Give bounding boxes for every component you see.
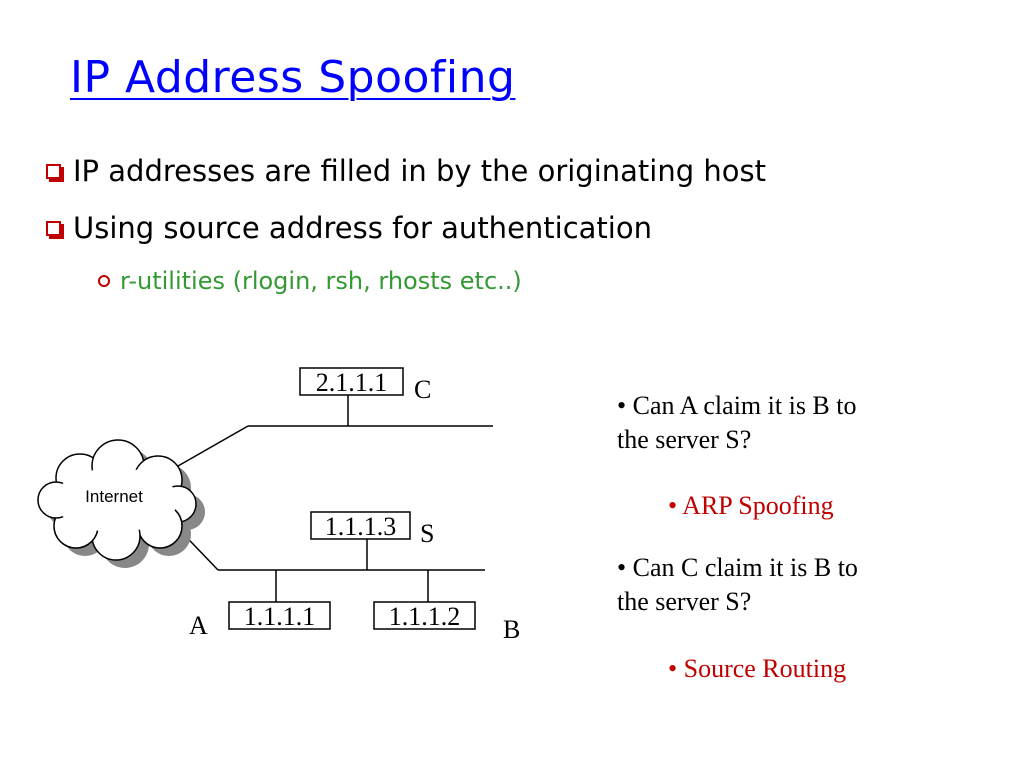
host-c-label: C <box>414 375 431 404</box>
host-c-address: 2.1.1.1 <box>316 368 388 397</box>
ring-bullet-icon <box>98 275 110 287</box>
host-s-label: S <box>420 519 434 548</box>
host-b-address: 1.1.1.2 <box>389 602 461 631</box>
host-s-address: 1.1.1.3 <box>325 512 397 541</box>
answer-2: • Source Routing <box>668 654 847 683</box>
upper-link-line <box>177 425 249 467</box>
question-1-line-1: • Can A claim it is B to <box>617 391 857 420</box>
question-2-line-1: • Can C claim it is B to <box>617 553 858 582</box>
question-1-line-2: the server S? <box>617 425 752 454</box>
internet-cloud-icon <box>37 439 205 568</box>
question-1: • Can A claim it is B to the server S? <box>617 389 997 457</box>
sub-bullet-text: r-utilities (rlogin, rsh, rhosts etc..) <box>120 267 522 295</box>
square-bullet-icon <box>46 163 64 182</box>
bullet-1-text: IP addresses are filled in by the origin… <box>73 154 766 188</box>
question-2: • Can C claim it is B to the server S? <box>617 551 997 619</box>
answer-1: • ARP Spoofing <box>668 491 834 520</box>
sub-bullet: r-utilities (rlogin, rsh, rhosts etc..) <box>98 267 522 295</box>
host-s-address-box <box>310 511 411 540</box>
host-a-address: 1.1.1.1 <box>244 602 316 631</box>
bullet-2: Using source address for authentication <box>46 211 652 245</box>
host-c-address-box <box>299 367 404 396</box>
bullet-2-text: Using source address for authentication <box>73 211 652 245</box>
host-a-label: A <box>189 611 208 640</box>
host-a-address-box <box>228 601 331 630</box>
square-bullet-icon <box>46 220 64 239</box>
host-b-address-box <box>373 601 476 630</box>
question-2-line-2: the server S? <box>617 587 752 616</box>
slide-title: IP Address Spoofing <box>70 52 516 103</box>
host-b-label: B <box>503 615 520 644</box>
bullet-1: IP addresses are filled in by the origin… <box>46 154 766 188</box>
cloud-label: Internet <box>85 487 143 506</box>
